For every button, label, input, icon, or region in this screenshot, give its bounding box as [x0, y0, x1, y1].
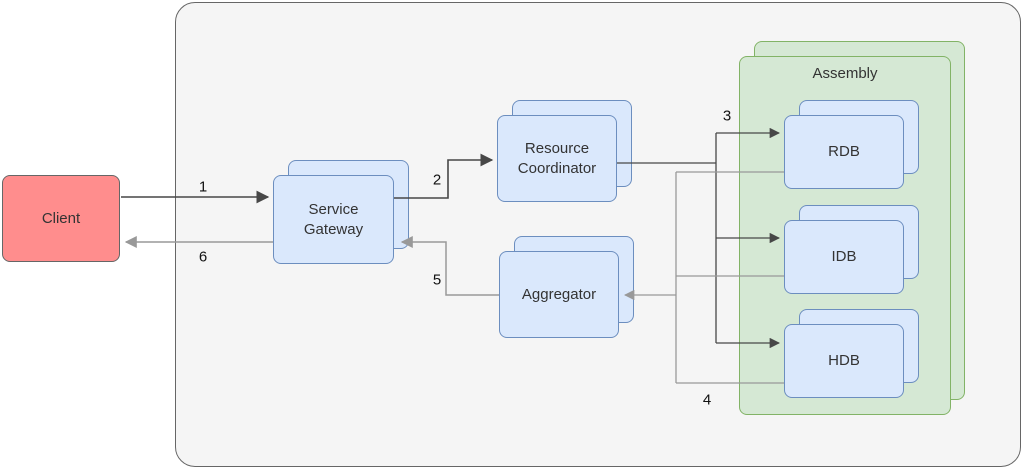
hdb-node: HDB	[784, 324, 904, 398]
aggregator-label: Aggregator	[521, 285, 597, 303]
service-gateway-label: Service Gateway	[303, 201, 364, 238]
client-label: Client	[41, 209, 81, 227]
resource-coordinator-node: Resource Coordinator	[497, 115, 617, 202]
resource-coordinator-label: Resource Coordinator	[517, 140, 597, 177]
edge-label-3: 3	[722, 107, 732, 125]
rdb-label: RDB	[828, 143, 860, 161]
edge-label-1: 1	[198, 178, 208, 196]
idb-label: IDB	[831, 248, 857, 266]
aggregator-node: Aggregator	[499, 251, 619, 338]
client-node: Client	[2, 175, 120, 262]
edge-label-4: 4	[702, 391, 712, 409]
hdb-label: HDB	[828, 352, 860, 370]
edge-label-5: 5	[432, 271, 442, 289]
idb-node: IDB	[784, 220, 904, 294]
assembly-label: Assembly	[812, 65, 878, 82]
service-gateway-node: Service Gateway	[273, 175, 394, 264]
edge-label-2: 2	[432, 171, 442, 189]
rdb-node: RDB	[784, 115, 904, 189]
edge-label-6: 6	[198, 248, 208, 266]
